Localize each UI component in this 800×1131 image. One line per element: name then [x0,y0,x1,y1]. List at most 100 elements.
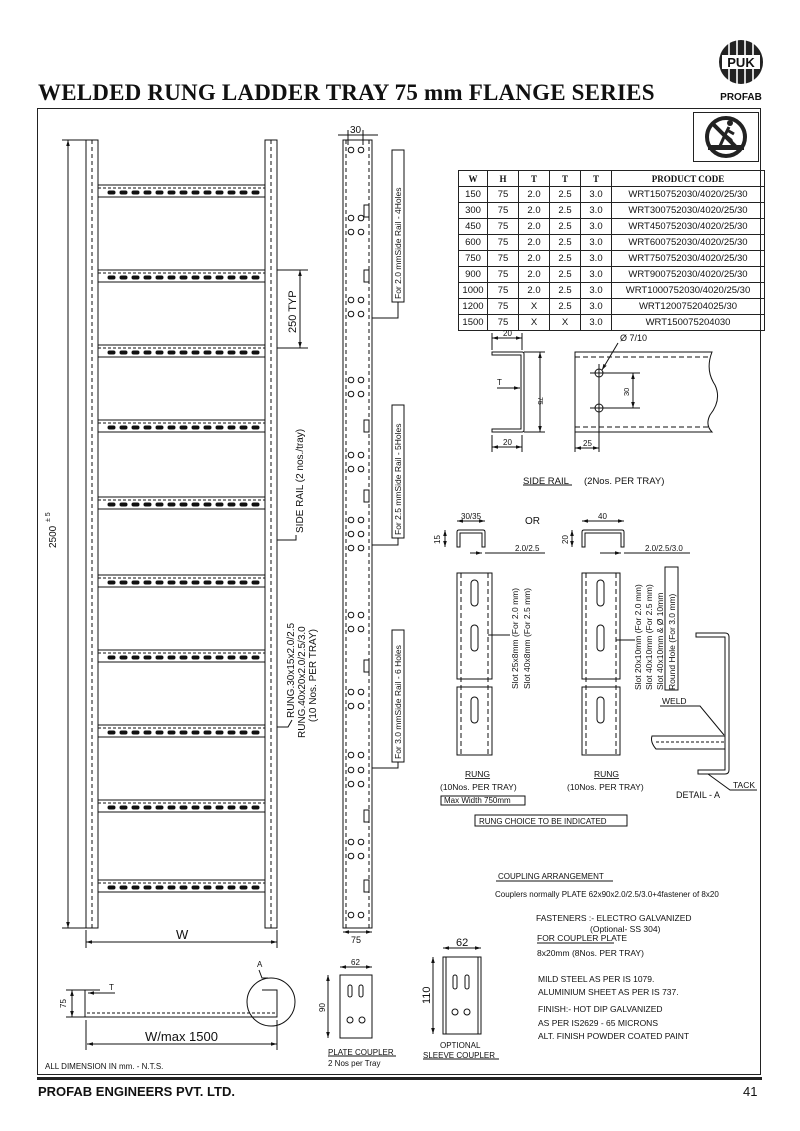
rail-hole [347,310,355,318]
rail-hole [357,625,365,633]
plate-coupler-drawing [326,965,373,1039]
rung-b-caption: RUNG [594,769,619,779]
length-dimension: 2500 [48,525,59,548]
rung [97,496,266,510]
rail-hole [357,611,365,619]
coupler-plate-text: 8x20mm (8Nos. PER TRAY) [537,948,644,958]
finish-note-2: AS PER IS2629 - 65 MICRONS [538,1018,658,1028]
rail-note-2mm: For 2.0 mmSide Rail - 4Holes [393,188,403,299]
rung-b-height: 20 [561,535,570,544]
drawing-frame [37,108,761,1075]
rung-weld-tab [363,204,370,218]
rail-hole [357,530,365,538]
hole-pitch-dim: 30 [622,388,631,396]
rail-hole [347,688,355,696]
coupling-title: COUPLING ARRANGEMENT [498,872,604,881]
rail-note-2-5mm: For 2.5 mmSide Rail - 5Holes [393,424,403,535]
detail-a-marker: A [257,960,263,969]
rail-hole [347,751,355,759]
length-tolerance: ± 5 [45,512,52,522]
coupler-plate-title: FOR COUPLER PLATE [537,933,627,943]
material-note-2: ALUMINIUM SHEET AS PER IS 737. [538,987,679,997]
rung [97,649,266,663]
rung [97,184,266,198]
section-thickness: T [109,983,114,992]
rung [97,799,266,813]
rail-hole [357,780,365,788]
no-walking-sign [693,112,759,162]
rail-hole [357,451,365,459]
rail-hole [347,838,355,846]
rail-hole [357,214,365,222]
rung-a-thickness: 2.0/2.5 [515,544,540,553]
side-rail-qty: (2Nos. PER TRAY) [584,476,664,487]
rail-bottom-dim: 75 [351,935,361,945]
rung-pitch-label: 250 TYP [287,290,299,333]
plate-coupler-caption: PLATE COUPLER [328,1048,394,1057]
rail-hole [347,376,355,384]
fasteners-note: FASTENERS :- ELECTRO GALVANIZED [536,913,692,923]
detail-a-drawing [651,632,757,791]
rail-hole [357,310,365,318]
rung [97,879,266,893]
rail-hole [357,465,365,473]
width-label: W [176,927,189,942]
rail-hole [347,530,355,538]
rail-hole [347,544,355,552]
rail-hole [357,702,365,710]
rung-weld-tab [363,879,370,893]
rung-weld-tab [363,489,370,503]
flange-bottom-dim: 20 [503,438,512,447]
coupling-text: Couplers normally PLATE 62x90x2.0/2.5/3.… [495,890,719,899]
rung-a-width: 30/35 [461,512,482,521]
rail-top-dim: 30 [350,125,362,136]
table-cell: 3.0 [580,314,612,331]
rail-hole [347,214,355,222]
side-rail-section [491,333,545,452]
rail-hole [357,688,365,696]
puk-logo-icon: PUK [719,40,763,84]
rung-weld-tab [363,269,370,283]
rung-b-slot-3: Slot 40x10mm & Ø 10mm [655,593,665,690]
rail-hole [357,911,365,919]
rail-hole [347,296,355,304]
rail-hole [357,751,365,759]
rail-hole [347,465,355,473]
rung-b-slot-4: Round Hole (For 3.0 mm) [667,593,677,690]
rail-hole [357,766,365,774]
rail-hole [357,852,365,860]
rung-a-caption: RUNG [465,769,490,779]
sleeve-coupler-caption-2: SLEEVE COUPLER [423,1051,495,1060]
or-label: OR [525,516,540,527]
plate-coupler-width: 62 [351,958,360,967]
rail-hole [347,516,355,524]
rail-hole [357,390,365,398]
ladder-plan-view [85,139,278,929]
height-dim: 75 [536,397,543,405]
table-cell: X [549,314,581,331]
rail-hole [357,838,365,846]
thickness-label: T [497,378,502,387]
side-rail-caption: SIDE RAIL [523,476,569,487]
finish-note-3: ALT. FINISH POWDER COATED PAINT [538,1031,689,1041]
sleeve-coupler-width: 62 [456,937,468,949]
rung-b-drawing [570,519,690,756]
flange-top-dim: 20 [503,329,512,338]
rung-a-drawing [443,519,545,756]
page-number: 41 [743,1084,758,1099]
logo-brand: PROFAB [720,92,762,103]
footer-divider [37,1077,762,1080]
side-rail-profile [338,130,405,934]
dimension-note: ALL DIMENSION IN mm. - N.T.S. [45,1062,163,1071]
rung-a-max-width: Max Width 750mm [444,796,511,805]
rail-note-3mm: For 3.0 mmSide Rail - 6 Holes [393,645,403,759]
rung-b-slot-2: Slot 40x10mm (For 2.5 mm) [644,584,654,690]
rail-hole [357,146,365,154]
company-name: PROFAB ENGINEERS PVT. LTD. [38,1084,235,1099]
